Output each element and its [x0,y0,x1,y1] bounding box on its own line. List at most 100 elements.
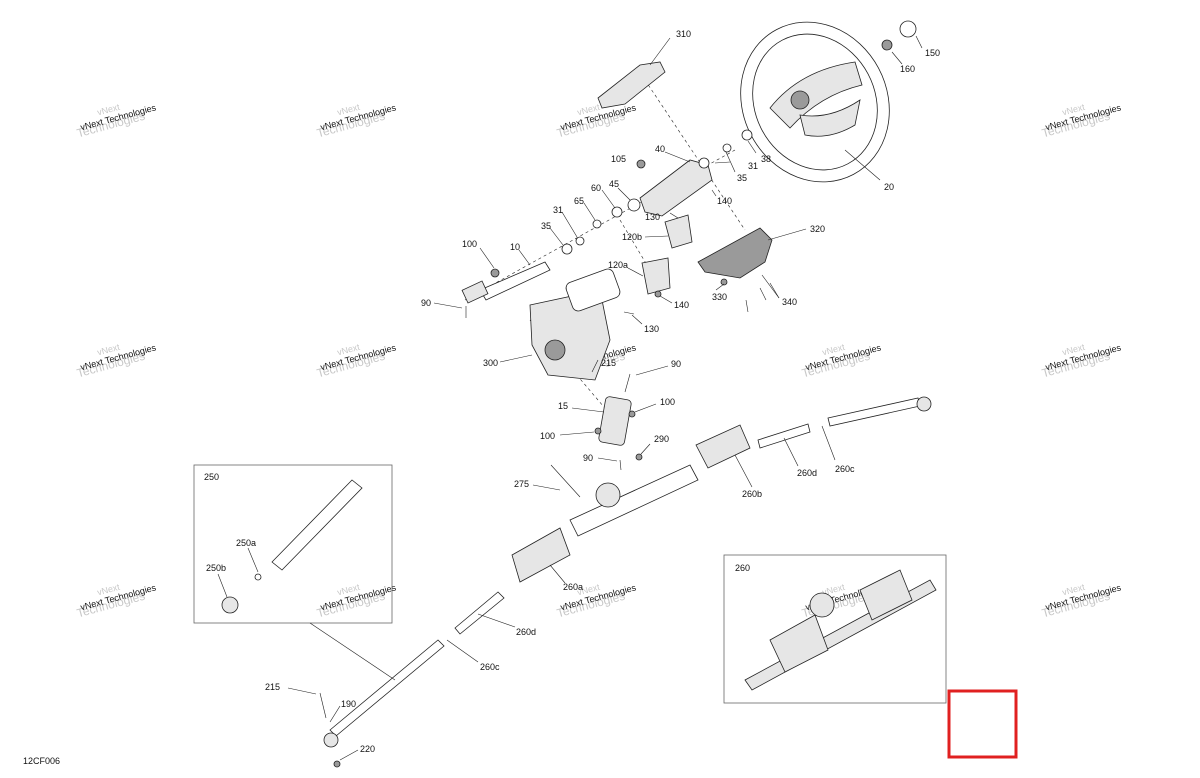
leader-line [597,457,618,462]
leader-line [339,749,359,761]
pinion-housing [809,592,835,618]
leader-line [634,403,657,413]
callout-100: 100 [540,431,555,441]
bolt-part-275 [550,464,581,498]
rack-boot-260a [511,527,571,583]
leader-line [549,564,566,584]
washer-part-65 [592,219,602,229]
watermark: vNext Technologies vNext Technologies [315,582,397,621]
leader-line [891,51,903,65]
callout-38: 38 [761,154,771,164]
leader-line [627,267,644,277]
screw-part-340 [745,299,749,313]
watermark: vNext Technologies vNext Technologies [75,582,157,621]
axis-line [529,319,616,421]
leader-line [329,705,341,723]
callout-100: 100 [660,397,675,407]
leader-line [518,249,531,266]
inset-leader [309,622,396,681]
watermark: vNext Technologies vNext Technologies [1040,582,1122,621]
callout-260d: 260d [516,627,536,637]
bolt-part-215 [319,692,327,719]
leader-line [747,140,757,154]
callout-90: 90 [583,453,593,463]
bolt-part-330 [720,278,728,286]
nut-part-160 [881,39,893,51]
callout-215: 215 [265,682,280,692]
highlight-box[interactable] [947,689,1018,759]
callout-310: 310 [676,29,691,39]
bushing-part-60 [611,206,623,218]
callout-150: 150 [925,48,940,58]
callout-160: 160 [900,64,915,74]
callout-105: 105 [611,154,626,164]
callout-330: 330 [712,292,727,302]
callout-90: 90 [671,359,681,369]
diagram-code: 12CF006 [23,756,60,766]
nut-part-220 [333,760,341,768]
callout-220: 220 [360,744,375,754]
callout-260c: 260c [835,464,855,474]
column-shroud-310 [597,61,666,109]
callout-260a: 260a [563,582,583,592]
watermark: vNext Technologies vNext Technologies [315,342,397,381]
leader-line [664,151,691,163]
steering-wheel-spoke [799,99,861,137]
callout-35: 35 [541,221,551,231]
callout-250a: 250a [236,538,256,548]
axis-line [619,219,651,271]
bearing-part-38 [741,129,753,141]
steering-wheel [740,21,890,183]
callout-340: 340 [782,297,797,307]
nut-part-290 [635,453,643,461]
tie-rod-assembly-250 [271,479,363,571]
u-joint-15 [598,396,632,446]
leader-line [769,282,780,299]
inset-box-260 [723,554,947,704]
steering-wheel-hub [790,90,810,110]
leader-line [725,151,736,173]
leader-line [649,37,671,66]
leader-line [821,425,836,461]
leader-line [571,407,605,413]
tie-rod-end-250b [221,596,239,614]
leader-line [761,274,780,299]
callout-20: 20 [884,182,894,192]
leader-line [715,283,725,291]
bracket-320 [697,227,773,279]
steering-wheel-spoke [769,61,863,129]
leader-line [499,354,533,363]
leader-line [640,443,651,455]
bushing-part-45 [627,198,641,212]
watermark: vNext Technologies vNext Technologies [800,342,882,381]
leader-line [915,35,923,49]
leader-line [669,212,679,219]
leader-line [635,365,669,376]
bolt-part-90 [624,373,631,393]
callout-10: 10 [510,242,520,252]
callout-260c: 260c [480,662,500,672]
callout-300: 300 [483,358,498,368]
nut-part-250a [254,573,262,581]
callout-290: 290 [654,434,669,444]
watermark: vNext Technologies vNext Technologies [1040,342,1122,381]
callout-100: 100 [462,239,477,249]
callout-40: 40 [655,144,665,154]
washer-part [722,143,732,153]
pinion-housing [595,482,621,508]
nut-part-100 [490,268,500,278]
outer-tie-rod-260c [827,397,921,427]
callout-140: 140 [717,196,732,206]
callout-130: 130 [644,324,659,334]
callout-130: 130 [645,212,660,222]
boot-part-120b [664,214,693,249]
leader-lines [217,35,923,761]
leader-line [617,187,631,201]
outer-tie-rod-260c [329,639,445,737]
callout-260d: 260d [797,468,817,478]
watermark: vNext Technologies vNext Technologies [1040,102,1122,141]
callout-31: 31 [553,205,563,215]
leader-line [767,228,807,241]
power-steering-output [544,339,566,361]
